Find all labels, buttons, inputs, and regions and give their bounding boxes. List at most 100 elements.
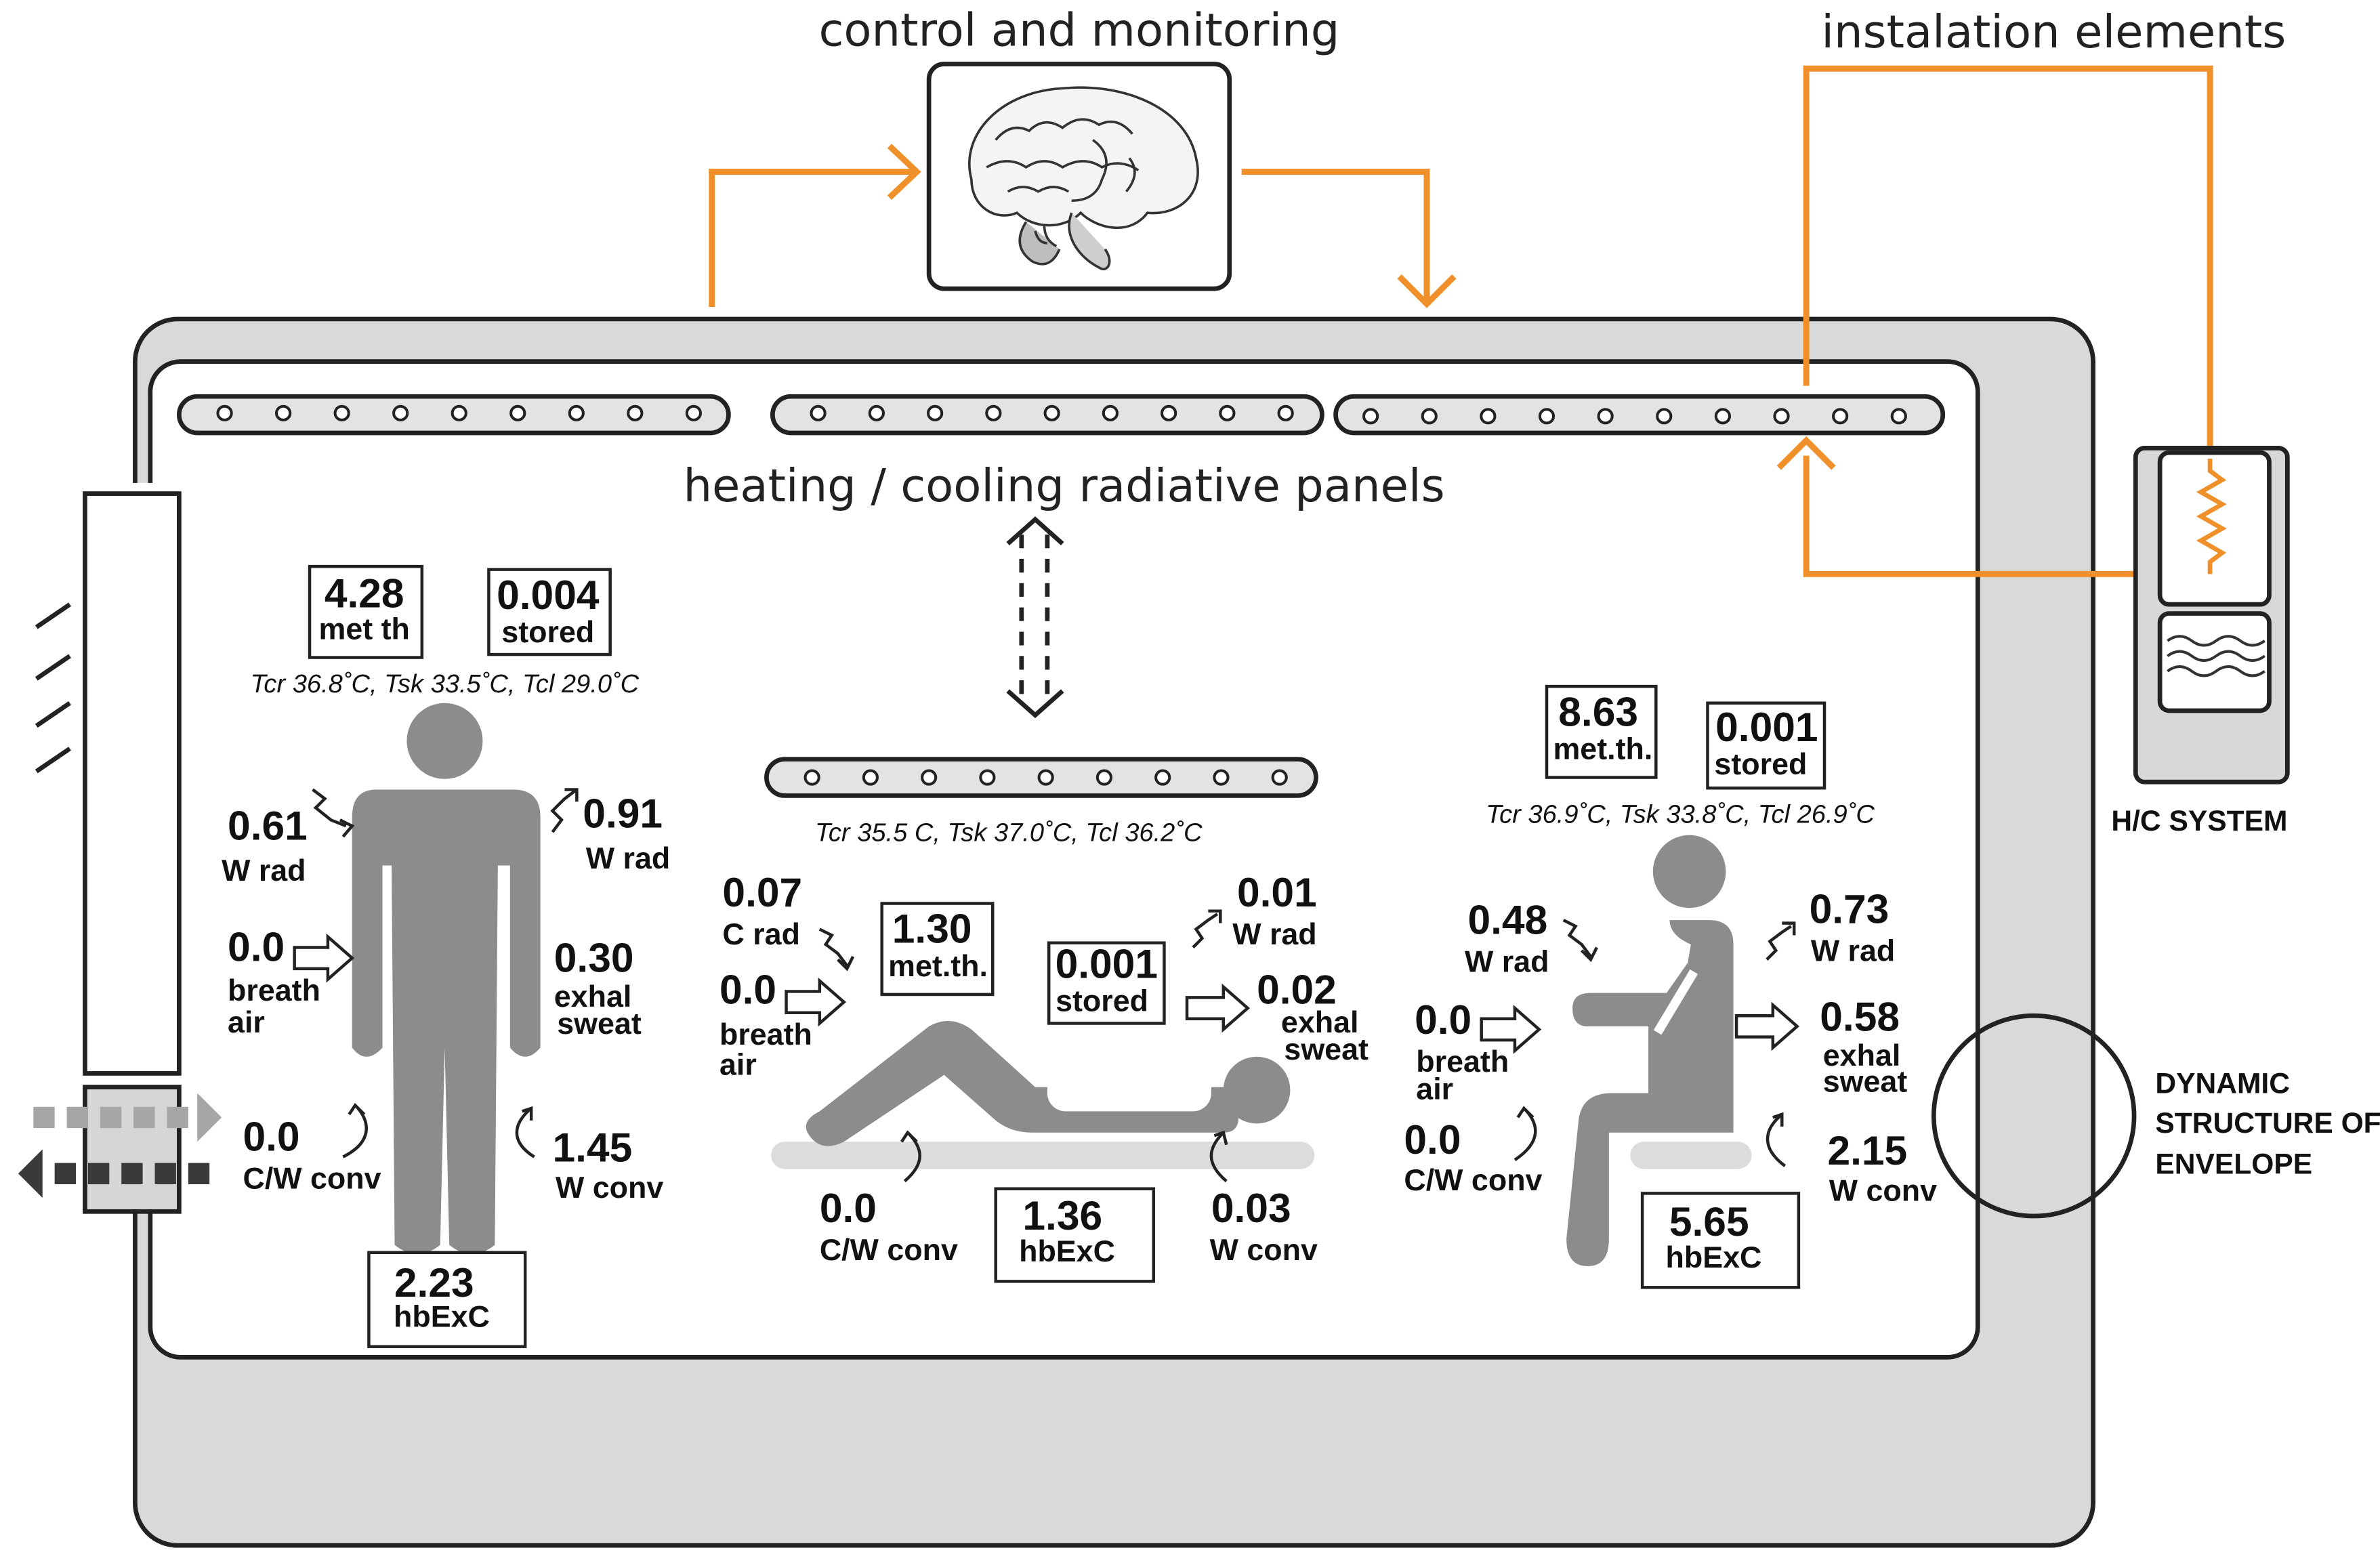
panel-hole (627, 404, 644, 421)
panel-hole (392, 404, 409, 421)
panel-hole (1102, 404, 1119, 421)
metabolic-value: 8.63 (1558, 688, 1638, 734)
hbexc-box: 1.36 hbExC (994, 1187, 1155, 1283)
hbexc-label: hbExC (1666, 1240, 1762, 1274)
panel-hole (868, 404, 885, 421)
panel-hole (1832, 408, 1849, 425)
hc-system-label: H/C SYSTEM (2111, 805, 2287, 837)
metabolic-label: met th (319, 612, 410, 646)
seat (1630, 1142, 1752, 1169)
stored-box: 0.001 stored (1047, 940, 1166, 1025)
rad-left-label: W rad (222, 854, 306, 887)
exhal-value: 0.30 (554, 934, 634, 980)
panel-hole (1480, 408, 1497, 425)
panel-hole (1538, 408, 1556, 425)
sitting-figure-icon (1566, 835, 1734, 1266)
panel-hole (1597, 408, 1614, 425)
control-loop-arrows (709, 144, 1457, 308)
panel-hole (1161, 404, 1177, 421)
rad-left-label: C rad (722, 917, 800, 951)
heater-box (2157, 450, 2272, 607)
stored-label: stored (1714, 747, 1807, 781)
metabolic-box: 1.30 met.th. (880, 902, 995, 997)
panel-hole (927, 404, 944, 421)
radiation-arrow-icon (1192, 913, 1219, 949)
panel-right (1333, 394, 1946, 436)
installation-pipes (1776, 65, 2217, 577)
stored-value: 0.004 (497, 572, 600, 618)
breath-label: breath (228, 974, 320, 1007)
breath-value: 0.0 (228, 924, 285, 970)
radiation-arrow-icon (550, 788, 578, 833)
metabolic-box: 4.28 met th (308, 564, 424, 659)
panel-hole (1154, 769, 1171, 786)
rad-left-label: W rad (1465, 944, 1549, 978)
dynamic-envelope: DYNAMIC STRUCTURE OF ENVELOPE (1931, 1013, 2380, 1219)
hbexc-value: 1.36 (1022, 1192, 1102, 1238)
rad-right-value: 0.01 (1237, 869, 1317, 915)
installation-label: instalation elements (1821, 5, 2286, 58)
conv-right-value: 1.45 (553, 1124, 633, 1170)
panel-hole (1421, 408, 1438, 425)
conv-right-value: 2.15 (1827, 1127, 1907, 1173)
hollow-arrow-icon (785, 977, 847, 1027)
bed (771, 1142, 1315, 1169)
breath-label: breath (1416, 1045, 1509, 1079)
radiative-panels (177, 394, 1946, 798)
radiation-arrowhead (1782, 921, 1796, 936)
conv-left-value: 0.0 (243, 1114, 299, 1160)
exhal-label-2: sweat (1284, 1032, 1369, 1066)
panel-hole (451, 404, 467, 421)
panel-hole (921, 769, 938, 786)
panel-lower (764, 757, 1318, 798)
radiation-arrowhead (564, 788, 579, 802)
stored-value: 0.001 (1715, 704, 1818, 750)
control-label: control and monitoring (818, 4, 1339, 57)
dynamic-label-1: DYNAMIC (2155, 1068, 2290, 1100)
conv-left-value: 0.0 (820, 1185, 877, 1231)
temperature-readout: Tcr 35.5 C, Tsk 37.0˚C, Tcl 36.2˚C (815, 819, 1203, 848)
dynamic-envelope-circle (1931, 1013, 2137, 1219)
convection-arrow-icon (515, 1106, 535, 1158)
water-tank-icon (2157, 611, 2272, 713)
window-icon (83, 491, 182, 1076)
radiation-arrowhead (1208, 909, 1222, 923)
stored-box: 0.004 stored (487, 568, 612, 656)
rad-left-value: 0.07 (722, 869, 802, 915)
radiation-arrowhead (339, 818, 355, 838)
hbexc-box: 2.23 hbExC (367, 1251, 527, 1348)
panel-hole (1219, 404, 1236, 421)
sunlight-lines (35, 602, 71, 774)
conv-left-label: C/W conv (243, 1162, 381, 1196)
hollow-arrow-icon (293, 933, 355, 983)
dynamic-label-3: ENVELOPE (2155, 1148, 2312, 1180)
panel-hole (275, 404, 292, 421)
conv-left-label: C/W conv (1404, 1163, 1542, 1197)
hbexc-value: 5.65 (1669, 1198, 1749, 1245)
exhal-label-2: sweat (557, 1007, 642, 1041)
arm-highlight (1653, 969, 1698, 1035)
panel-hole (810, 404, 827, 421)
panel-hole (985, 404, 1002, 421)
radiation-arrowhead (1580, 946, 1598, 963)
breath-label: breath (719, 1018, 812, 1051)
panel-hole (1714, 408, 1731, 425)
radiation-arrow-icon (312, 788, 347, 828)
radiation-arrow-icon (1562, 919, 1592, 958)
vent-unit (83, 1085, 182, 1214)
exhal-label: exhal (554, 980, 632, 1014)
conv-left-label: C/W conv (820, 1233, 958, 1267)
hollow-arrow-icon (1480, 1005, 1542, 1054)
panel-hole (509, 404, 526, 421)
lying-occupant: Tcr 35.5 C, Tsk 37.0˚C, Tcl 36.2˚C 0.07 … (719, 819, 1369, 1283)
panel-center (770, 394, 1324, 436)
exhal-value: 0.58 (1820, 994, 1900, 1040)
rad-right-value: 0.73 (1810, 886, 1890, 932)
rad-right-label: W rad (1232, 917, 1316, 951)
breath-label-2: air (1416, 1072, 1453, 1106)
dashed-arrow-icon (18, 1093, 222, 1198)
panel-hole (1773, 408, 1790, 425)
breath-value: 0.0 (1415, 997, 1471, 1043)
panel-hole (1043, 404, 1060, 421)
breath-value: 0.0 (719, 966, 776, 1012)
